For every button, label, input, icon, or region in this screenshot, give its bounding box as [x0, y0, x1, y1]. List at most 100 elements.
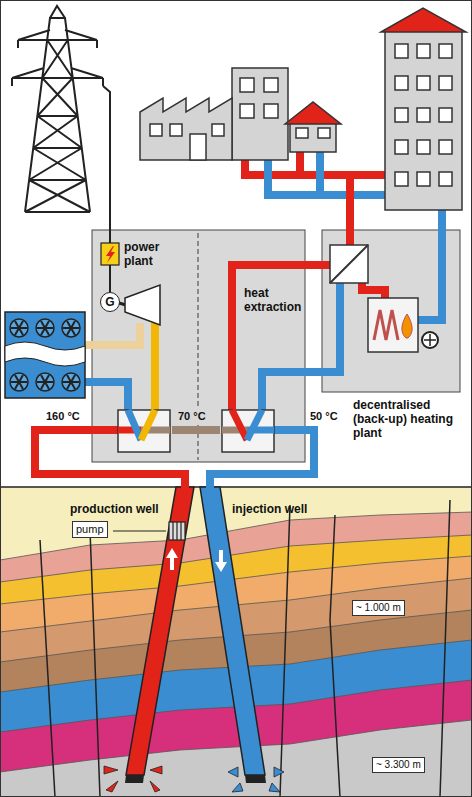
ground-layers: [0, 487, 472, 797]
apartment-building: [395, 76, 408, 90]
factory-building: [140, 68, 288, 160]
boiler-symbol: [422, 332, 438, 348]
fault-lines: [440, 500, 450, 797]
production-well-pipe: [104, 766, 118, 774]
section-panel: heat extraction: [220, 230, 305, 462]
pipe-connector: [172, 426, 220, 434]
node-text: ~ 3.300 m: [376, 759, 421, 771]
power-pylon: [12, 6, 103, 212]
cooling-tower: [5, 342, 85, 366]
pipe-connector: [305, 261, 322, 269]
heat-exchanger: [118, 245, 368, 452]
plant-pipes: [85, 175, 442, 430]
factory-building: [190, 134, 206, 160]
apartment-building: [395, 172, 408, 186]
temperature-label-holder: 50 °C: [308, 409, 340, 423]
house-building: [285, 102, 341, 124]
heating-plant-panel: decentralised (back-up) heating plant: [322, 230, 460, 392]
apartment-building: [395, 44, 408, 58]
temperature-label: 160 °C: [44, 409, 82, 423]
apartment-building: [417, 140, 430, 154]
heat-exchanger: [247, 410, 262, 440]
apartment-building: [439, 172, 452, 186]
apartment-building: [417, 76, 430, 90]
house-building: [290, 122, 336, 152]
pump-symbol: [113, 531, 166, 532]
network-pipes: [296, 152, 304, 175]
apartment-building: [417, 172, 430, 186]
factory-building: [240, 104, 254, 118]
well-region: production well pump: [60, 498, 198, 778]
heat-exchanger: [141, 410, 155, 440]
boiler-symbol: [424, 334, 436, 346]
plant-pipes: [232, 265, 305, 410]
turbine-generator: [106, 246, 115, 263]
pipe-connector: [210, 430, 314, 498]
heat-exchanger: [330, 245, 368, 283]
depth-box: ~ 3.300 m: [372, 757, 425, 773]
plant-pipes: [322, 261, 330, 269]
node-text: injection well: [232, 502, 336, 516]
fault-lines: [280, 505, 290, 797]
injection-well-pipe: [232, 783, 243, 792]
plant-panels: [197, 233, 198, 460]
node-text: production well: [70, 502, 190, 516]
factory-building: [232, 68, 288, 160]
apartment-building: [381, 8, 466, 32]
plant-pipes: [151, 323, 159, 410]
heat-exchanger: [330, 245, 368, 283]
production-well-pipe: [104, 487, 194, 792]
production-well-pipe: [125, 775, 144, 783]
apartment-building: [439, 76, 452, 90]
apartment-building: [439, 140, 452, 154]
section-panel: power plantG: [92, 230, 172, 462]
production-well-pipe: [106, 781, 118, 792]
fault-lines: [40, 540, 55, 797]
generator-circle: G: [100, 292, 120, 312]
pump-symbol: [169, 522, 185, 540]
production-well-pipe: [150, 781, 160, 792]
injection-well-pipe: [200, 487, 265, 775]
fault-lines: [90, 530, 100, 797]
plant-pipes: [85, 382, 128, 410]
heat-exchanger: [232, 410, 247, 440]
production-well-pipe: [126, 487, 194, 775]
cooling-tower: [11, 321, 79, 389]
plant-panels: [92, 230, 460, 462]
plant-pipes: [418, 210, 442, 320]
ground-layers: [0, 720, 472, 797]
boiler-symbol: [402, 314, 412, 338]
apartment-building: [439, 108, 452, 122]
apartment-building: [417, 108, 430, 122]
factory-building: [150, 124, 162, 136]
node-text: power plant: [124, 240, 172, 268]
production-well-pipe: [150, 766, 162, 774]
plant-pipes: [274, 426, 305, 434]
boiler-symbol: [374, 310, 398, 340]
apartment-building: [417, 44, 430, 58]
node-text: decentralised (back-up) heating plant: [353, 398, 453, 440]
factory-building: [264, 104, 278, 118]
label-box: pump: [72, 521, 108, 538]
temperature-label-holder: 160 °C: [44, 409, 82, 423]
house-building: [318, 128, 330, 138]
depth-box: ~ 1.000 m: [352, 600, 405, 616]
factory-building: [140, 98, 232, 160]
heat-exchanger: [128, 410, 141, 440]
temperature-label: 50 °C: [308, 409, 340, 423]
apartment-building: [381, 8, 466, 210]
well-region: injection well: [202, 498, 340, 778]
injection-well-pipe: [215, 550, 227, 572]
plant-pipes: [85, 323, 140, 345]
network-pipes: [268, 160, 385, 195]
injection-well-pipe: [274, 767, 284, 777]
node-text: heat extraction: [244, 286, 304, 314]
boiler-symbol: [368, 298, 418, 352]
pipe-connector: [35, 430, 185, 498]
node-text: G: [105, 295, 114, 309]
node-text: ~ 1.000 m: [356, 602, 401, 614]
ground-layers: [0, 486, 472, 488]
apartment-building: [385, 30, 462, 210]
temperature-label: 70 °C: [176, 409, 208, 423]
